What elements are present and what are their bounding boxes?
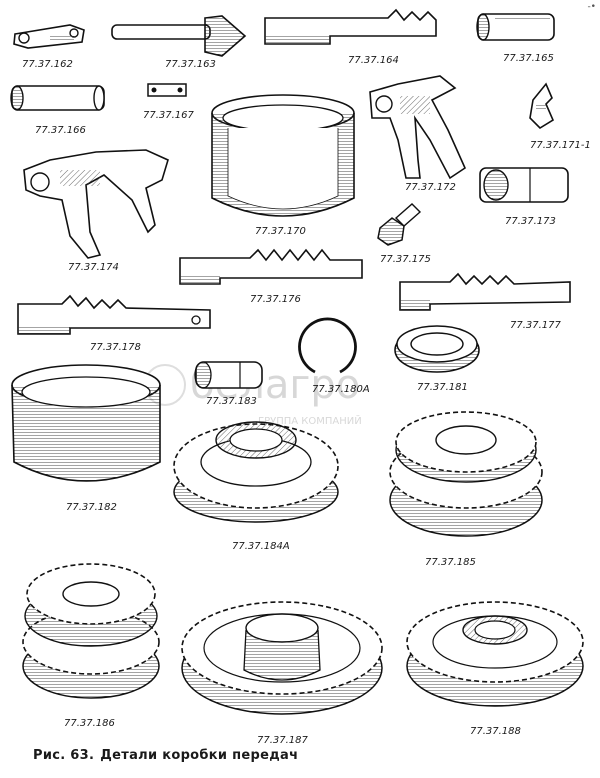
label-77-37-184a: 77.37.184А (232, 541, 290, 552)
part-77-37-186 (22, 563, 160, 699)
part-77-37-183 (194, 361, 263, 389)
part-77-37-174 (23, 149, 169, 259)
part-77-37-162 (13, 24, 85, 49)
label-77-37-175: 77.37.175 (380, 254, 431, 265)
part-labels: 77.37.162 77.37.163 77.37.164 77.37.165 … (22, 53, 591, 746)
label-77-37-167: 77.37.167 (143, 110, 195, 121)
label-77-37-188: 77.37.188 (470, 726, 521, 737)
label-77-37-162: 77.37.162 (22, 59, 73, 70)
watermark-tagline: ГРУППА КОМПАНИЙ (258, 414, 362, 427)
part-77-37-172 (369, 75, 467, 180)
label-77-37-187: 77.37.187 (257, 735, 309, 746)
part-77-37-171-1 (529, 82, 555, 130)
label-77-37-180a: 77.37.180А (312, 384, 370, 395)
label-77-37-185: 77.37.185 (425, 557, 476, 568)
label-77-37-178: 77.37.178 (90, 342, 141, 353)
label-77-37-173: 77.37.173 (505, 216, 556, 227)
label-77-37-186: 77.37.186 (64, 718, 115, 729)
part-77-37-173 (479, 167, 569, 203)
label-77-37-181: 77.37.181 (417, 382, 468, 393)
part-77-37-175 (377, 203, 422, 246)
label-77-37-174: 77.37.174 (68, 262, 119, 273)
label-77-37-183: 77.37.183 (206, 396, 257, 407)
label-77-37-164: 77.37.164 (348, 55, 399, 66)
part-77-37-187 (181, 601, 383, 715)
part-77-37-166 (10, 85, 105, 111)
figure-title: Детали коробки передач (100, 748, 299, 763)
part-77-37-180a (298, 317, 357, 374)
corner-mark: -• (587, 2, 596, 12)
part-77-37-165 (476, 13, 555, 41)
label-77-37-163: 77.37.163 (165, 59, 216, 70)
part-77-37-170 (211, 94, 355, 217)
part-77-37-167 (147, 83, 187, 97)
label-77-37-177: 77.37.177 (510, 320, 562, 331)
part-77-37-181 (394, 325, 480, 373)
part-77-37-185 (389, 411, 543, 537)
part-77-37-177 (399, 272, 571, 311)
part-77-37-164 (264, 8, 437, 45)
part-77-37-188 (406, 601, 584, 707)
part-77-37-184a (173, 421, 339, 523)
label-77-37-176: 77.37.176 (250, 294, 301, 305)
label-77-37-170: 77.37.170 (255, 226, 306, 237)
label-77-37-166: 77.37.166 (35, 125, 86, 136)
label-77-37-171-1: 77.37.171-1 (530, 140, 591, 151)
figure-number: Рис. 63. (33, 748, 95, 763)
part-77-37-176 (179, 248, 363, 285)
part-77-37-182 (11, 364, 161, 482)
figure-caption: Рис. 63. Детали коробки передач (33, 748, 304, 763)
label-77-37-172: 77.37.172 (405, 182, 456, 193)
part-77-37-163 (111, 15, 247, 57)
label-77-37-182: 77.37.182 (66, 502, 117, 513)
part-77-37-178 (17, 294, 211, 335)
label-77-37-165: 77.37.165 (503, 53, 554, 64)
